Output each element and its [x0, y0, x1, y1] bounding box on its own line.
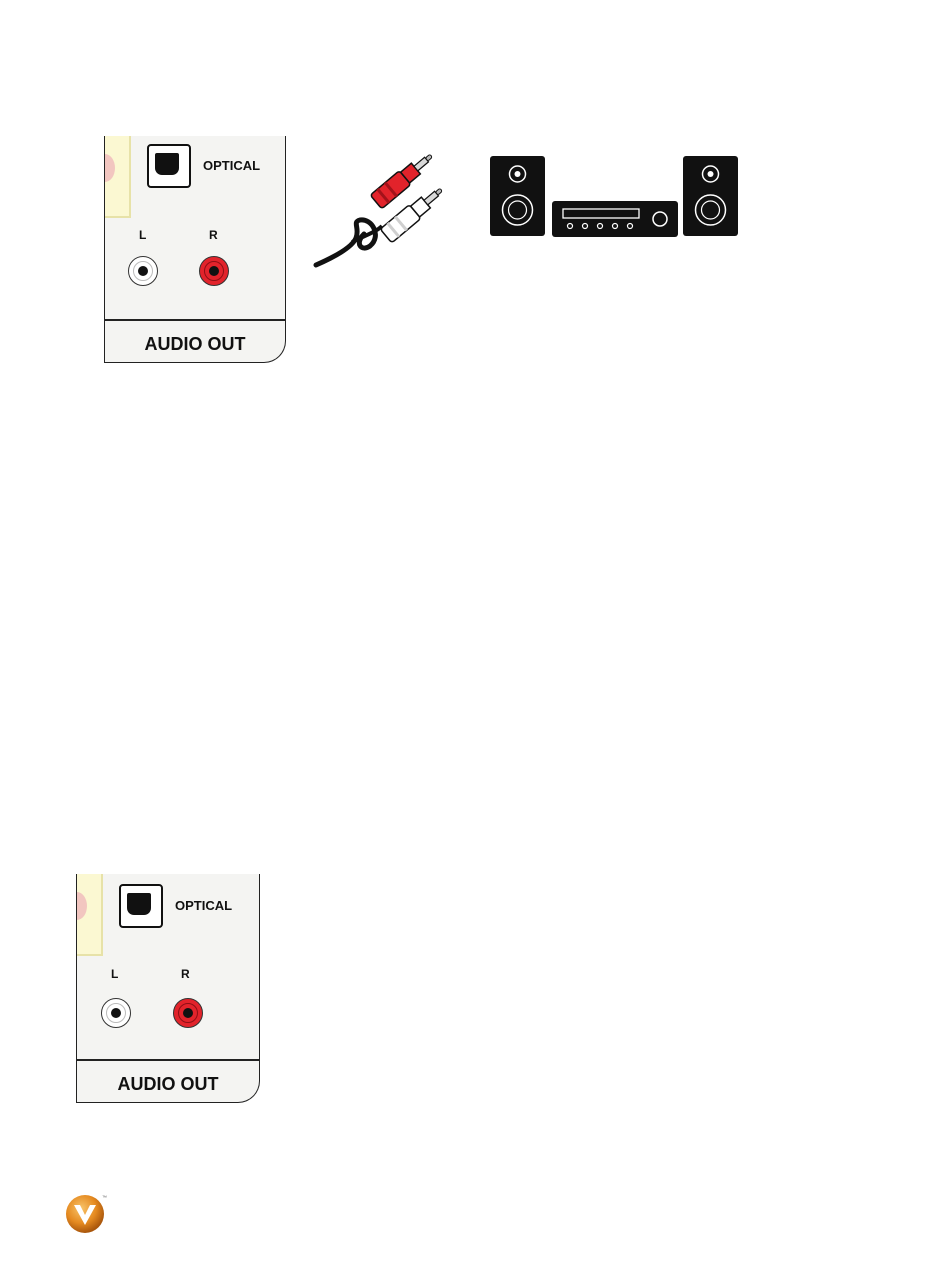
- stereo-system-icon: [488, 154, 740, 240]
- optical-label: OPTICAL: [175, 898, 232, 913]
- left-audio-jack-icon: [128, 256, 158, 286]
- optical-label: OPTICAL: [203, 158, 260, 173]
- optical-port-icon: [119, 884, 163, 928]
- right-audio-jack-icon: [199, 256, 229, 286]
- optical-port-icon: [147, 144, 191, 188]
- divider: [77, 1059, 259, 1061]
- divider: [105, 319, 285, 321]
- audio-out-panel-bottom: OPTICAL L R AUDIO OUT: [76, 874, 260, 1103]
- rca-audio-cable-icon: [312, 150, 462, 275]
- left-channel-label: L: [111, 967, 118, 981]
- left-audio-jack-icon: [101, 998, 131, 1028]
- audio-out-panel-top: OPTICAL L R AUDIO OUT: [104, 136, 286, 363]
- audio-out-label: AUDIO OUT: [77, 1074, 259, 1095]
- right-channel-label: R: [181, 967, 190, 981]
- right-channel-label: R: [209, 228, 218, 242]
- svg-text:™: ™: [102, 1195, 107, 1201]
- vizio-logo-icon: ™: [64, 1190, 110, 1236]
- right-audio-jack-icon: [173, 998, 203, 1028]
- tv-edge: [105, 136, 131, 218]
- tv-edge: [77, 874, 103, 956]
- left-channel-label: L: [139, 228, 146, 242]
- audio-out-label: AUDIO OUT: [105, 334, 285, 355]
